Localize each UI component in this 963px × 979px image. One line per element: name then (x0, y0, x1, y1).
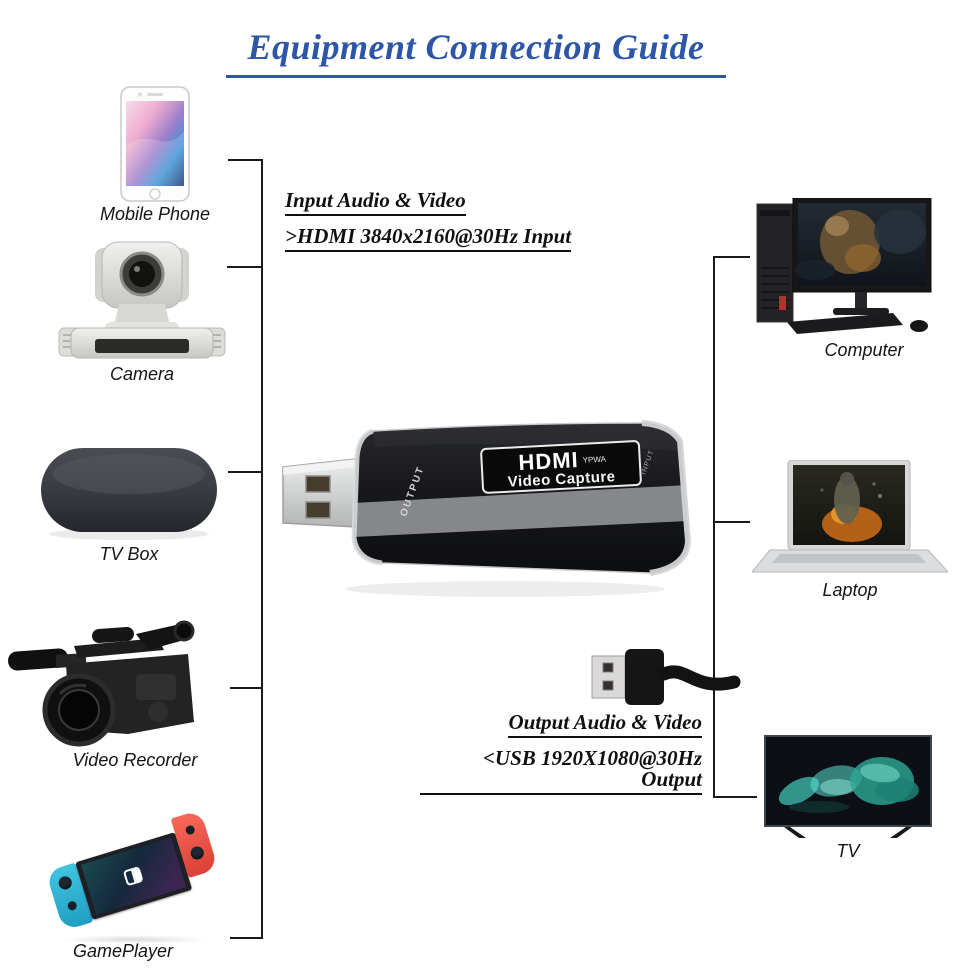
tv-image (764, 735, 932, 838)
page-title: Equipment Connection Guide (226, 26, 726, 78)
phone-home-button (149, 188, 161, 200)
joycon-left-buttons (66, 900, 78, 912)
camera-image (58, 241, 226, 359)
recorder-microphone (8, 648, 69, 671)
video-recorder-label: Video Recorder (72, 750, 198, 770)
capture-brand-text: HDMI (518, 447, 579, 475)
output-heading: Output Audio & Video (508, 712, 702, 738)
joycon-right-buttons (184, 824, 196, 836)
computer-label: Computer (824, 340, 904, 360)
tv-box-label: TV Box (99, 544, 159, 564)
usb-cable-slot-top (602, 662, 614, 673)
capture-label-plate: HDMI YPWA Video Capture (480, 440, 642, 494)
capture-card-image: HDMI YPWA Video Capture OUTPUT INPUT (282, 420, 692, 597)
usb-cable (591, 649, 741, 705)
left-bracket-line (228, 159, 263, 939)
usb-cable-overmold (625, 649, 664, 705)
mobile-phone-label: Mobile Phone (99, 204, 211, 224)
game-player-shadow (59, 935, 209, 944)
computer-image (756, 198, 932, 334)
usb-cable-wire (657, 665, 741, 691)
phone-screen (126, 101, 184, 186)
tv-box-image (41, 448, 217, 540)
capture-usb-plug (282, 458, 357, 528)
computer-item: Computer (744, 198, 936, 361)
input-heading: Input Audio & Video (285, 190, 466, 216)
tv-leg-right (890, 827, 912, 838)
video-recorder-item: Video Recorder (6, 616, 202, 771)
capture-gray-band (354, 485, 688, 537)
input-spec: >HDMI 3840x2160@30Hz Input (285, 226, 572, 252)
output-spec: <USB 1920X1080@30Hz Output (420, 748, 702, 795)
camera-item: Camera (56, 240, 228, 385)
output-annotation: Output Audio & Video <USB 1920X1080@30Hz… (420, 712, 702, 805)
camera-label: Camera (109, 364, 175, 384)
switch-screen (81, 837, 187, 915)
computer-mouse (910, 320, 928, 332)
laptop-label: Laptop (822, 580, 878, 600)
tv-item: TV (764, 735, 932, 862)
video-recorder-image (8, 620, 195, 747)
tv-screen-art (778, 757, 919, 813)
capture-model-text: YPWA (582, 455, 606, 465)
phone-speaker (147, 93, 163, 96)
usb-cable-plug-metal (591, 655, 626, 699)
phone-front-camera (138, 92, 142, 97)
input-annotation: Input Audio & Video >HDMI 3840x2160@30Hz… (285, 190, 572, 262)
switch-tablet (75, 832, 193, 920)
laptop-item: Laptop (752, 460, 948, 601)
usb-cable-slot-bottom (602, 680, 614, 691)
switch-logo-icon (122, 868, 138, 887)
joycon-left-stick (57, 874, 74, 891)
joycon-right-stick (189, 844, 206, 862)
game-player-label: GamePlayer (72, 941, 174, 961)
tv-box-item: TV Box (34, 442, 224, 565)
laptop-keyboard (772, 554, 926, 563)
game-player-image (45, 809, 223, 931)
capture-product-text: Video Capture (507, 468, 616, 491)
mobile-phone-image (120, 86, 190, 202)
mobile-phone-item: Mobile Phone (95, 86, 215, 225)
tv-box-body (41, 448, 217, 532)
computer-tower (756, 203, 794, 323)
laptop-image (752, 460, 948, 573)
game-player-item: GamePlayer (45, 809, 225, 961)
right-bracket-line (713, 256, 757, 798)
tv-label: TV (836, 841, 860, 861)
computer-keyboard (787, 313, 903, 334)
tv-leg-left (784, 827, 806, 838)
